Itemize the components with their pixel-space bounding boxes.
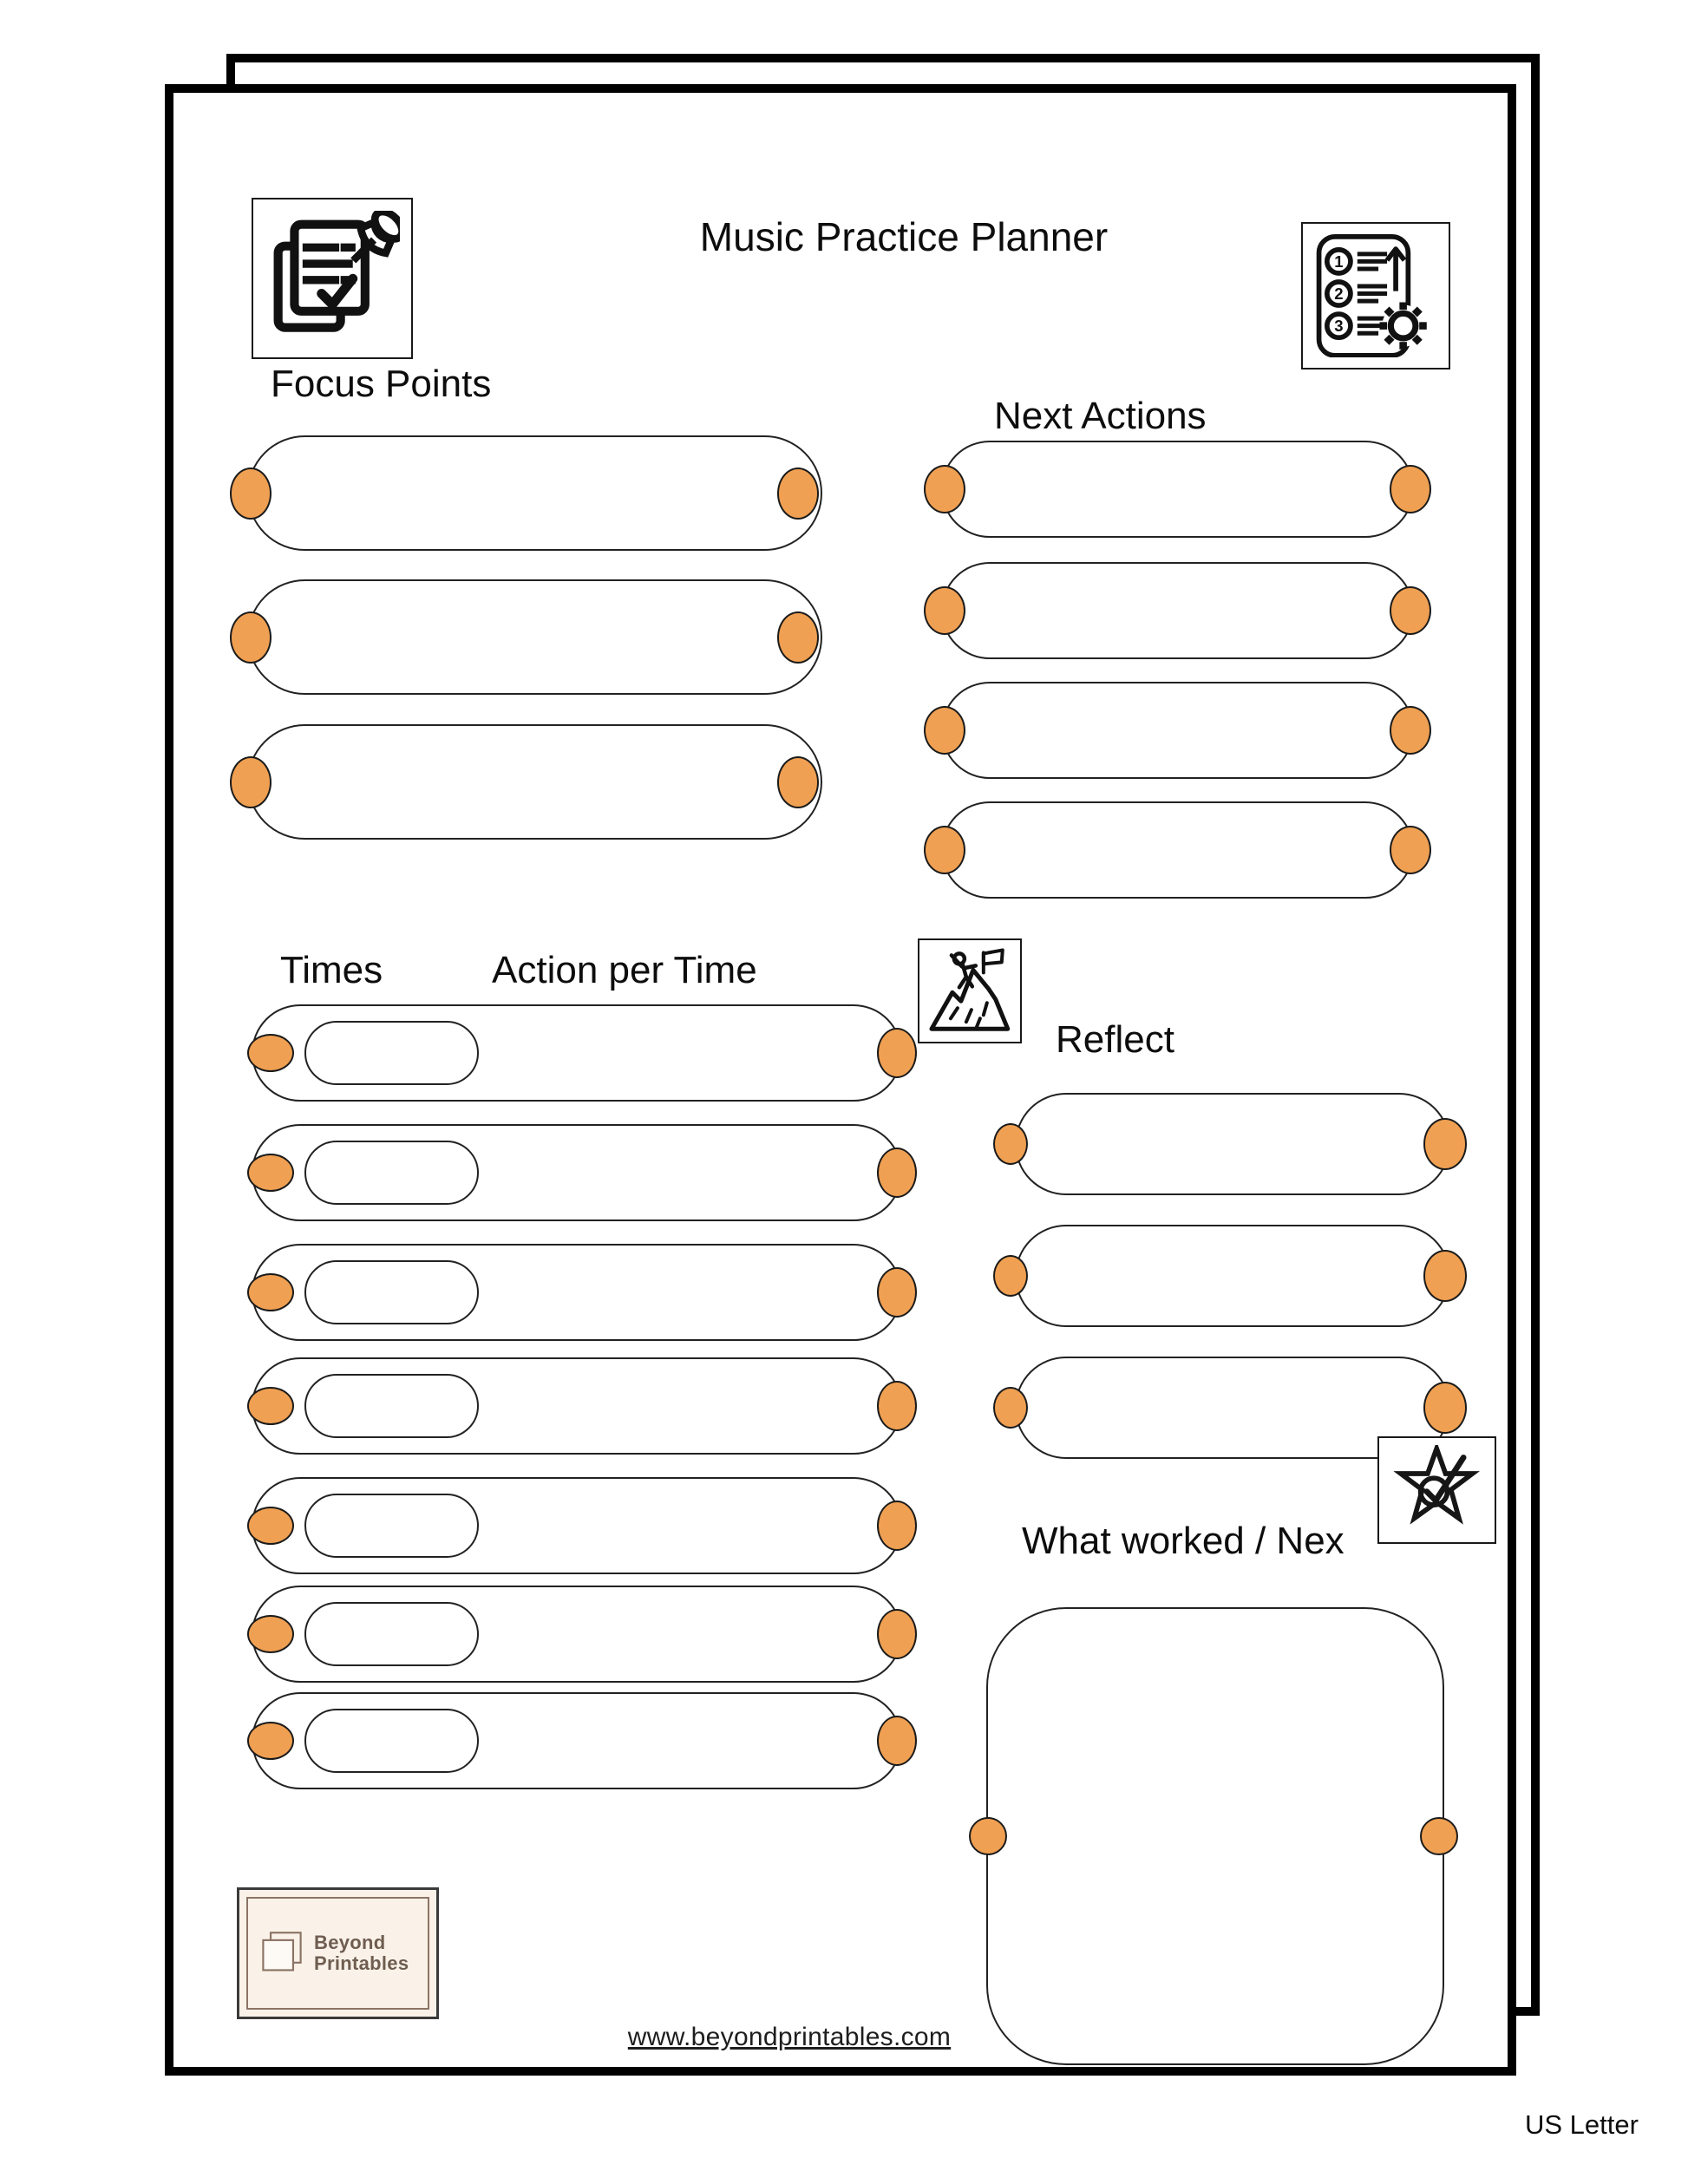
connector-dot: [247, 1507, 294, 1545]
overlapping-squares-logo-icon: [262, 1932, 302, 1971]
connector-dot: [1423, 1250, 1467, 1302]
beyond-printables-logo: Beyond Printables: [237, 1887, 439, 2019]
connector-dot: [924, 465, 965, 513]
time-slot-row: [247, 1692, 917, 1789]
time-field: [304, 1602, 479, 1666]
logo-wordmark: Beyond Printables: [314, 1932, 409, 1974]
focus-point-field: [230, 435, 822, 551]
focus-points-label: Focus Points: [271, 363, 492, 405]
connector-dot: [230, 611, 272, 664]
svg-text:3: 3: [1334, 317, 1343, 335]
mountain-climber-icon: [918, 938, 1022, 1043]
focus-point-field: [230, 724, 822, 840]
connector-dot: [1420, 1817, 1458, 1855]
page-size-label: US Letter: [1525, 2109, 1639, 2140]
time-field: [304, 1141, 479, 1205]
connector-dot: [924, 826, 965, 874]
next-action-field: [924, 562, 1431, 659]
connector-dot: [230, 467, 272, 520]
connector-dot: [247, 1034, 294, 1072]
next-action-field: [924, 441, 1431, 538]
connector-dot: [877, 1609, 917, 1659]
time-field: [304, 1021, 479, 1085]
logo-word-line1: Beyond: [314, 1932, 386, 1954]
connector-dot: [777, 467, 819, 520]
connector-dot: [247, 1615, 294, 1653]
connector-dot: [877, 1501, 917, 1551]
logo-word-line2: Printables: [314, 1952, 409, 1974]
connector-dot: [993, 1255, 1028, 1297]
connector-dot: [1423, 1118, 1467, 1170]
times-label: Times: [280, 949, 383, 991]
time-slot-row: [247, 1357, 917, 1455]
numbered-steps-gear-icon: 1 2 3: [1301, 222, 1450, 369]
time-slot-row: [247, 1124, 917, 1221]
connector-dot: [1390, 586, 1431, 635]
reflect-field: [993, 1225, 1467, 1327]
svg-text:2: 2: [1334, 284, 1343, 303]
logo-frame: Beyond Printables: [246, 1897, 429, 2010]
what-worked-label: What worked / Nex: [1022, 1520, 1345, 1562]
connector-dot: [993, 1387, 1028, 1429]
time-slot-row: [247, 1244, 917, 1341]
connector-dot: [247, 1722, 294, 1760]
what-worked-field: [969, 1607, 1458, 2065]
reflect-label: Reflect: [1056, 1018, 1174, 1061]
next-actions-label: Next Actions: [994, 395, 1207, 437]
focus-point-field: [230, 579, 822, 695]
reflect-field: [993, 1093, 1467, 1195]
time-field: [304, 1374, 479, 1438]
svg-text:1: 1: [1334, 252, 1343, 270]
pinned-notes-icon: [252, 198, 413, 359]
next-action-field: [924, 801, 1431, 899]
connector-dot: [1423, 1382, 1467, 1434]
connector-dot: [247, 1154, 294, 1192]
time-slot-row: [247, 1477, 917, 1574]
connector-dot: [247, 1273, 294, 1311]
connector-dot: [993, 1123, 1028, 1165]
connector-dot: [1390, 826, 1431, 874]
time-slot-row: [247, 1586, 917, 1683]
connector-dot: [877, 1148, 917, 1198]
connector-dot: [877, 1028, 917, 1078]
next-action-field: [924, 682, 1431, 779]
footer-url-link[interactable]: www.beyondprintables.com: [627, 2023, 952, 2051]
connector-dot: [969, 1817, 1007, 1855]
time-slot-row: [247, 1004, 917, 1102]
connector-dot: [230, 755, 272, 808]
connector-dot: [877, 1381, 917, 1431]
connector-dot: [777, 611, 819, 664]
connector-dot: [877, 1716, 917, 1766]
page-title: Music Practice Planner: [699, 214, 1109, 259]
connector-dot: [1390, 465, 1431, 513]
connector-dot: [877, 1267, 917, 1318]
action-per-time-label: Action per Time: [492, 949, 757, 991]
time-field: [304, 1494, 479, 1558]
connector-dot: [777, 755, 819, 808]
star-check-icon: [1377, 1436, 1496, 1544]
time-field: [304, 1260, 479, 1324]
time-field: [304, 1709, 479, 1773]
connector-dot: [1390, 706, 1431, 755]
connector-dot: [247, 1387, 294, 1425]
connector-dot: [924, 586, 965, 635]
connector-dot: [924, 706, 965, 755]
